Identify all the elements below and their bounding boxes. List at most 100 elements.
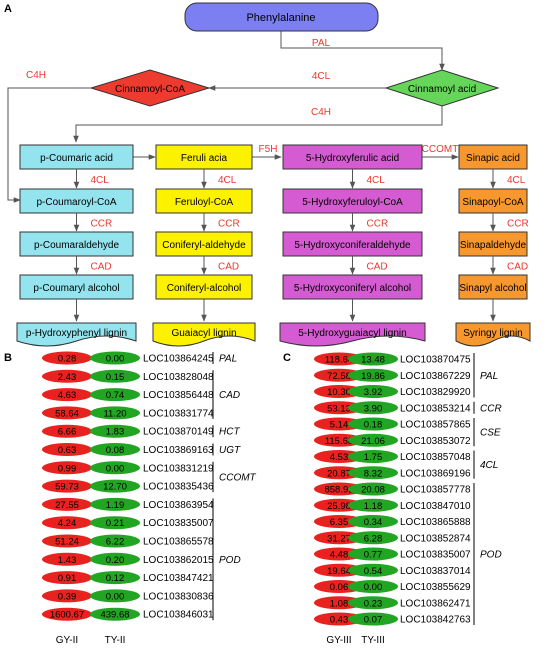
group-label: POD xyxy=(480,550,502,561)
enzyme-4cl-top-label: 4CL xyxy=(312,71,331,82)
enzyme-ccr-label: CCR xyxy=(91,219,113,230)
phenylalanine-box xyxy=(184,2,379,32)
pathway-box-1-coa xyxy=(155,188,253,214)
value-a: 0.99 xyxy=(58,463,77,474)
enzyme-c4h-left-label: C4H xyxy=(26,70,46,81)
value-b: 6.22 xyxy=(106,537,125,548)
value-oval-b xyxy=(348,563,398,577)
value-a: 51.24 xyxy=(55,537,79,548)
value-a: 27.55 xyxy=(55,500,79,511)
value-b: 0.54 xyxy=(364,566,383,577)
gene-id: LOC103847421 xyxy=(143,573,214,584)
value-a: 4.48 xyxy=(330,550,349,561)
value-b: 12.70 xyxy=(103,482,127,493)
value-a: 4.53 xyxy=(330,452,349,463)
lignin-label-2: 5-Hydroxyguaiacyl lignin xyxy=(298,328,406,339)
value-a: 72.58 xyxy=(327,371,351,382)
value-oval-a xyxy=(42,571,92,585)
enzyme-ccr-label: CCR xyxy=(218,219,240,230)
value-oval-b xyxy=(348,368,398,382)
value-a: 19.64 xyxy=(327,566,351,577)
value-b: 0.00 xyxy=(106,354,125,365)
value-oval-b xyxy=(90,497,140,511)
pathway-label-0-acid: p-Coumaric acid xyxy=(40,153,113,164)
pathway-box-2-alcohol xyxy=(282,274,423,300)
value-b: 0.00 xyxy=(106,463,125,474)
value-oval-b xyxy=(90,516,140,530)
value-b: 20.08 xyxy=(361,485,385,496)
value-oval-b xyxy=(90,534,140,548)
enzyme-ccomt-label: CCOMT xyxy=(422,144,459,155)
group-label: PAL xyxy=(480,371,498,382)
lignin-label-0: p-Hydroxyphenyl lignin xyxy=(26,328,127,339)
value-a: 1600.67 xyxy=(50,610,84,621)
gene-id: LOC103853214 xyxy=(400,403,471,414)
column-label-b: TY-III xyxy=(361,635,385,646)
panel-label-c: C xyxy=(283,352,291,364)
value-b: 0.77 xyxy=(364,550,383,561)
cinnamoyl-acid-diamond xyxy=(384,69,500,107)
value-a: 20.87 xyxy=(327,468,351,479)
gene-id: LOC103865888 xyxy=(400,517,471,528)
value-a: 0.28 xyxy=(58,354,77,365)
value-a: 2.43 xyxy=(58,372,77,383)
enzyme-cl4-label: 4CL xyxy=(91,175,110,186)
value-oval-b xyxy=(348,531,398,545)
value-b: 11.20 xyxy=(103,408,126,419)
pathway-label-3-alcohol: Sinapyl alcohol xyxy=(459,283,526,294)
value-b: 0.23 xyxy=(364,598,383,609)
value-a: 59.73 xyxy=(55,482,79,493)
value-a: 0.43 xyxy=(330,615,349,626)
value-oval-b xyxy=(90,589,140,603)
phenylalanine-label: Phenylalanine xyxy=(246,12,315,24)
gene-id: LOC103846031 xyxy=(143,610,214,621)
value-b: 1.75 xyxy=(364,452,383,463)
pathway-box-3-alcohol xyxy=(458,274,528,300)
pathway-label-2-coa: 5-Hydroxyferuloyl-CoA xyxy=(302,197,403,208)
value-b: 0.18 xyxy=(364,420,383,431)
value-a: 4.63 xyxy=(58,390,77,401)
pathway-label-0-alcohol: p-Coumaryl alcohol xyxy=(33,283,119,294)
gene-id: LOC103829920 xyxy=(400,387,471,398)
pathway-box-2-aldehyde xyxy=(282,231,423,257)
cinnamoyl-coa-label: Cinnamoyl-CoA xyxy=(115,84,185,95)
value-a: 5.14 xyxy=(330,420,349,431)
enzyme-pal-label: PAL xyxy=(312,38,331,49)
value-oval-a xyxy=(42,406,92,420)
value-a: 118.64 xyxy=(325,355,353,366)
enzyme-cl4-label: 4CL xyxy=(218,175,237,186)
value-b: 439.68 xyxy=(100,610,129,621)
enzyme-cl4-label: 4CL xyxy=(507,175,526,186)
gene-id: LOC103870149 xyxy=(143,427,214,438)
value-b: 3.92 xyxy=(364,387,383,398)
value-b: 0.07 xyxy=(364,615,383,626)
gene-id: LOC103857778 xyxy=(400,485,471,496)
value-b: 0.15 xyxy=(106,372,125,383)
gene-id: LOC103857048 xyxy=(400,452,471,463)
gene-id: LOC103864245 xyxy=(143,354,214,365)
pathway-label-1-acid: Feruli acia xyxy=(181,153,228,164)
value-a: 0.91 xyxy=(58,573,77,584)
value-a: 0.63 xyxy=(58,445,77,456)
value-oval-b xyxy=(348,515,398,528)
enzyme-c4h-right-label: C4H xyxy=(311,107,331,118)
value-oval-b xyxy=(348,580,398,593)
value-a: 4.24 xyxy=(58,518,77,529)
value-oval-b xyxy=(90,424,140,438)
group-label: CAD xyxy=(219,390,240,401)
value-a: 115.68 xyxy=(325,436,353,447)
pathway-box-0-acid xyxy=(19,144,134,170)
gene-id: LOC103870475 xyxy=(400,355,471,366)
gene-id: LOC103856448 xyxy=(143,390,214,401)
value-a: 31.27 xyxy=(327,533,351,544)
cinnamoyl-acid-label: Cinnamoyl acid xyxy=(408,84,476,95)
value-b: 1.83 xyxy=(106,427,125,438)
gene-id: LOC103869196 xyxy=(400,468,471,479)
value-oval-b xyxy=(348,596,398,610)
value-a: 0.39 xyxy=(58,591,77,602)
group-label: 4CL xyxy=(480,460,498,471)
value-b: 0.21 xyxy=(106,518,125,529)
pathway-label-2-acid: 5-Hydroxyferulic acid xyxy=(306,153,399,164)
value-oval-b xyxy=(90,552,140,566)
